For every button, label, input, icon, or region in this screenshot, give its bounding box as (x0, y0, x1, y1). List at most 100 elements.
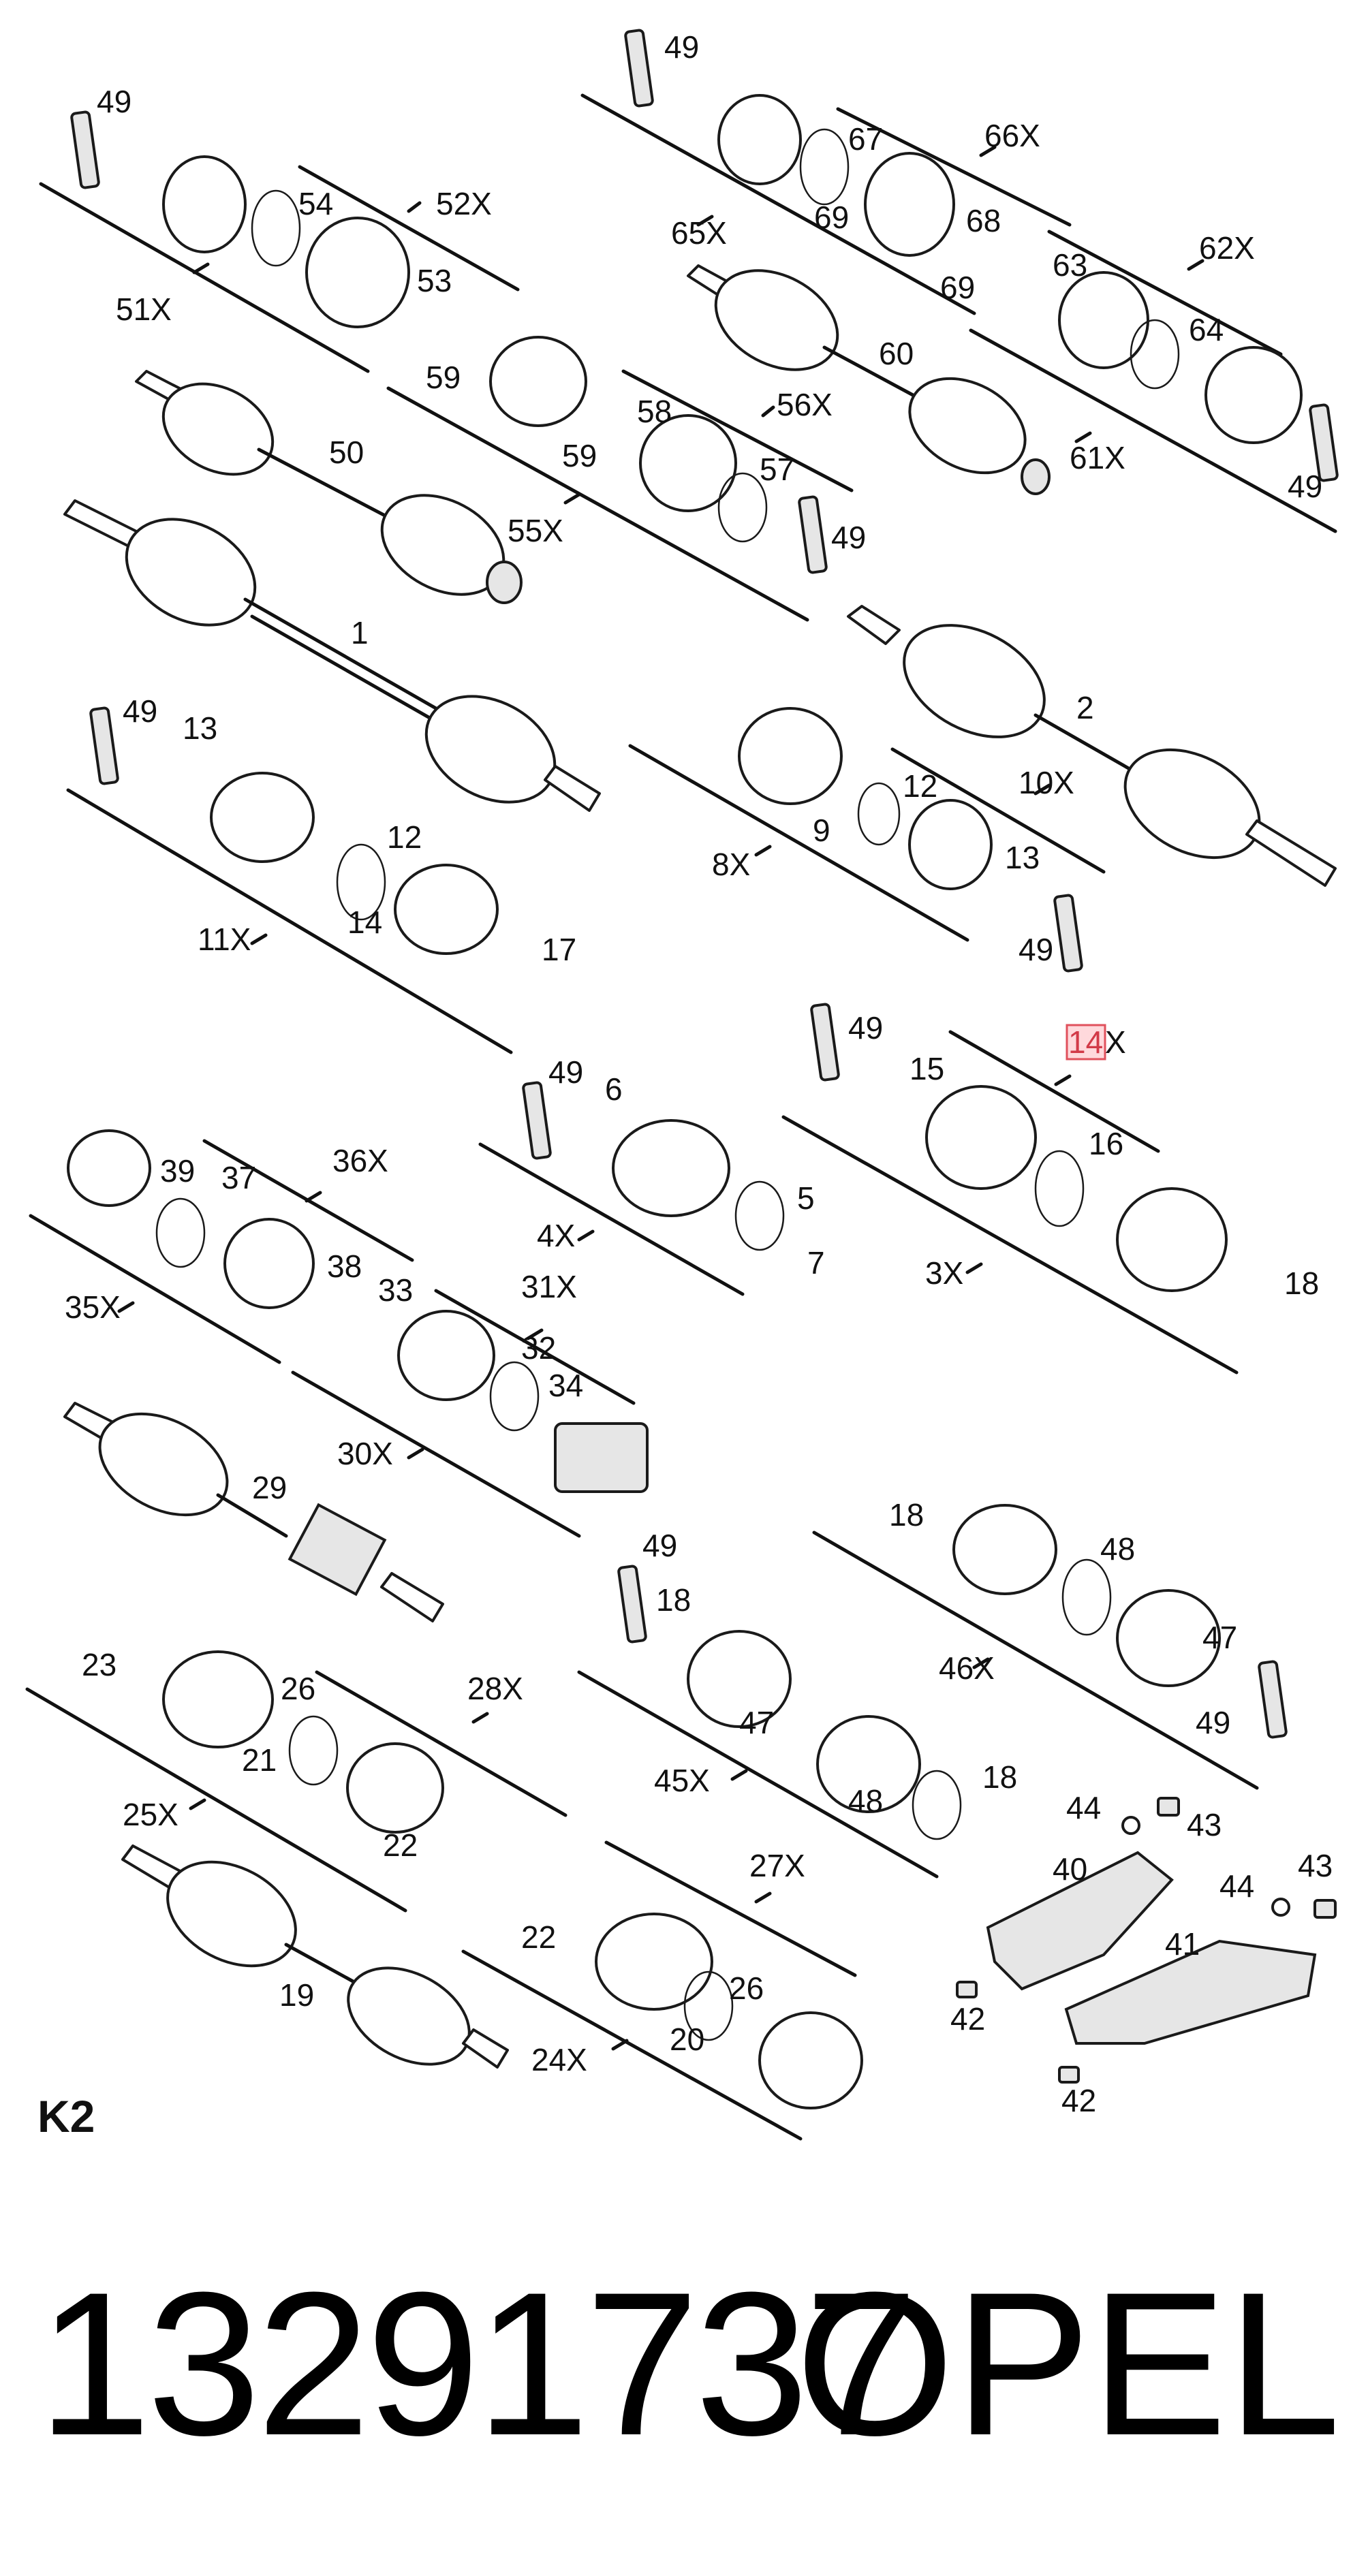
callout-label: 62X (1199, 230, 1255, 266)
callout-label: 10X (1019, 765, 1074, 800)
callout-label: 53 (417, 263, 452, 298)
callout-label: 30X (337, 1436, 393, 1471)
callout-label: 35X (65, 1289, 121, 1325)
callout-label: 3X (925, 1255, 963, 1291)
callout-label: 2 (1076, 690, 1094, 725)
callout-label: 7 (807, 1245, 825, 1281)
callout-label: 48 (848, 1783, 883, 1819)
callout-label: 47 (739, 1705, 774, 1740)
callout-label: 60 (879, 336, 914, 371)
callout-label: 8X (712, 847, 750, 882)
callout-label: 67 (848, 121, 883, 157)
callout-label: 4X (537, 1218, 575, 1253)
bracket-lines (25, 93, 1337, 2141)
callout-label: 18 (1284, 1266, 1319, 1301)
callout-label: 17 (542, 932, 576, 967)
callout-label: 51X (116, 292, 172, 327)
callout-label: 18 (982, 1759, 1017, 1795)
callout-label: 34 (548, 1368, 583, 1403)
callout-label: 49 (831, 520, 866, 555)
callout-label: 44 (1219, 1868, 1254, 1904)
callout-label: 65X (671, 215, 727, 251)
callout-label: 26 (281, 1671, 315, 1706)
callout-label: 64 (1189, 312, 1224, 347)
callout-label: 50 (329, 435, 364, 470)
callout-label: 49 (1196, 1705, 1230, 1740)
callout-label: 57 (760, 452, 794, 487)
callout-label: 44 (1066, 1790, 1101, 1825)
callout-label: 39 (160, 1153, 195, 1189)
callout-label: 54 (298, 186, 333, 221)
drive-shaft-50 (135, 370, 523, 604)
callout-label: 45X (654, 1763, 710, 1798)
sheet-label: K2 (37, 2091, 95, 2141)
highlighted-callout-suffix: X (1105, 1024, 1126, 1060)
callout-label: 37 (221, 1160, 256, 1195)
callout-label: 47 (1202, 1620, 1237, 1655)
callout-label: 9 (813, 813, 830, 848)
callout-label: 43 (1298, 1848, 1333, 1883)
callout-label: 12 (387, 819, 422, 855)
callout-label: 12 (903, 768, 937, 804)
callout-label: 18 (656, 1582, 691, 1618)
callout-label: 21 (242, 1742, 277, 1778)
callout-label: 32 (521, 1330, 556, 1366)
callout-label: 63 (1053, 247, 1087, 283)
callout-label: 27X (749, 1848, 805, 1883)
callout-label: 26 (729, 1970, 764, 2006)
callout-label: 46X (939, 1650, 995, 1686)
callout-label: 41 (1165, 1926, 1200, 1962)
callout-label: 16 (1089, 1126, 1123, 1161)
callout-label: 22 (383, 1827, 418, 1863)
callout-label: 69 (814, 200, 849, 235)
drive-shaft-2 (847, 605, 1337, 887)
callout-label: 55X (508, 513, 563, 548)
callout-label: 19 (279, 1977, 314, 2013)
callout-label: 49 (642, 1528, 677, 1563)
callout-label: 69 (940, 270, 975, 305)
callout-label: 24X (531, 2042, 587, 2077)
callout-label: 49 (123, 693, 157, 729)
callout-label: 23 (82, 1647, 116, 1682)
callout-label: 29 (252, 1470, 287, 1505)
callout-label: 43 (1187, 1807, 1222, 1842)
drive-shaft-1 (63, 499, 601, 812)
brand-name: OPEL (795, 2249, 1341, 2478)
callout-label: 48 (1100, 1531, 1135, 1567)
callout-label: 49 (1288, 469, 1322, 504)
callout-label: 20 (670, 2022, 704, 2057)
callout-label: 59 (562, 438, 597, 473)
callout-label: 22 (521, 1919, 556, 1955)
drive-shaft-60 (687, 264, 1051, 495)
callout-label: 31X (521, 1269, 577, 1304)
highlighted-callout: 14 (1068, 1024, 1103, 1060)
callout-label: 49 (664, 29, 699, 65)
drive-shaft-29 (63, 1402, 444, 1622)
callout-label: 49 (97, 84, 131, 119)
callout-label: 14 (347, 905, 382, 940)
callout-label: 18 (889, 1497, 924, 1533)
callout-label: 40 (1053, 1851, 1087, 1887)
callout-label: 38 (327, 1248, 362, 1284)
callout-label: 1 (351, 615, 369, 650)
callout-label: 15 (910, 1051, 944, 1086)
callout-label: 11X (198, 922, 251, 957)
callout-label: 49 (1019, 932, 1053, 967)
highlight-box (1066, 1024, 1106, 1061)
callout-label: 49 (548, 1054, 583, 1090)
drive-shaft-19 (121, 1844, 509, 2069)
callout-label: 13 (183, 710, 217, 746)
callout-label: 6 (605, 1071, 623, 1107)
part-number: 13291737 (37, 2249, 918, 2478)
callout-label: 25X (123, 1797, 178, 1832)
exploded-parts-diagram: 49 54 52X 53 51X 59 59 50 55X 58 56X 57 … (25, 29, 1339, 2141)
callout-label: 61X (1070, 440, 1125, 475)
callout-label: 42 (950, 2001, 985, 2037)
callout-label: 68 (966, 203, 1001, 238)
callout-label: 5 (797, 1180, 815, 1216)
callout-labels: 49 54 52X 53 51X 59 59 50 55X 58 56X 57 … (37, 29, 1333, 2141)
callout-label: 33 (378, 1272, 413, 1308)
callout-label: 49 (848, 1010, 883, 1046)
callout-label: 28X (467, 1671, 523, 1706)
part-illustrations (63, 29, 1339, 2109)
